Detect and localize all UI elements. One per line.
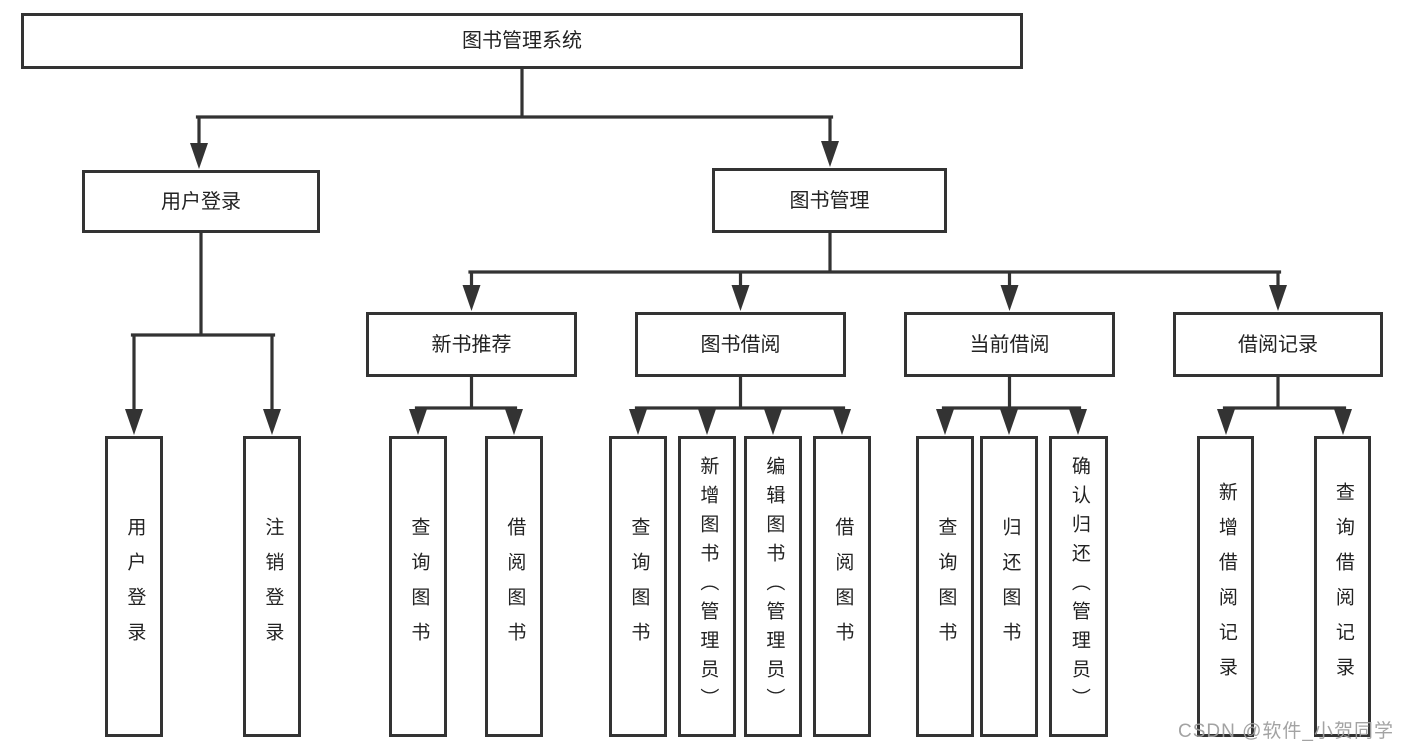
edge-mgmt-to-level3 xyxy=(468,231,1282,289)
arrow-icon xyxy=(190,143,208,169)
leaf-user-login: 用户登录 xyxy=(105,436,163,737)
leaf-add-borrow-record: 新增借阅记录 xyxy=(1197,436,1254,737)
arrow-icon xyxy=(1217,409,1235,435)
arrow-icon xyxy=(764,409,782,435)
arrow-icon xyxy=(125,409,143,435)
arrow-icon xyxy=(462,285,481,311)
node-root: 图书管理系统 xyxy=(21,13,1023,69)
node-borrow-records-label: 借阅记录 xyxy=(1238,333,1318,356)
leaf-query-books-borrow: 查询图书 xyxy=(609,436,667,737)
node-borrow-records: 借阅记录 xyxy=(1173,312,1383,377)
edge-records-to-leaves xyxy=(1222,375,1347,413)
arrow-icon xyxy=(1069,409,1087,435)
edge-rec-to-leaves xyxy=(414,375,518,413)
arrow-icon xyxy=(409,409,427,435)
node-user-login-label: 用户登录 xyxy=(161,190,241,213)
arrow-icon xyxy=(936,409,954,435)
leaf-edit-books-admin: 编辑图书（管理员） xyxy=(744,436,802,737)
leaf-query-books-current: 查询图书 xyxy=(916,436,974,737)
leaf-confirm-return-admin: 确认归还（管理员） xyxy=(1049,436,1108,737)
arrow-icon xyxy=(505,409,523,435)
arrow-icon xyxy=(1000,409,1018,435)
node-user-login: 用户登录 xyxy=(82,170,320,233)
arrow-icon xyxy=(731,285,750,311)
arrowheads xyxy=(125,141,1352,435)
leaf-add-books-admin: 新增图书（管理员） xyxy=(678,436,736,737)
node-new-book-recommend: 新书推荐 xyxy=(366,312,577,377)
node-root-label: 图书管理系统 xyxy=(462,30,582,52)
edge-current-to-leaves xyxy=(941,375,1082,413)
arrow-icon xyxy=(1000,285,1019,311)
arrow-icon xyxy=(1334,409,1352,435)
node-current-borrow: 当前借阅 xyxy=(904,312,1115,377)
node-book-borrow-label: 图书借阅 xyxy=(700,333,781,356)
leaf-query-books-recommend: 查询图书 xyxy=(389,436,447,737)
leaf-query-borrow-record: 查询借阅记录 xyxy=(1314,436,1371,737)
node-current-borrow-label: 当前借阅 xyxy=(969,333,1050,356)
node-book-management-label: 图书管理 xyxy=(789,189,870,212)
edge-root-to-level2 xyxy=(195,67,834,148)
edge-login-to-leaves xyxy=(130,231,276,412)
node-new-book-recommend-label: 新书推荐 xyxy=(431,333,512,356)
leaf-borrow-books: 借阅图书 xyxy=(813,436,871,737)
arrow-icon xyxy=(1269,285,1287,311)
arrow-icon xyxy=(698,409,716,435)
csdn-watermark: CSDN @软件_小贺同学 xyxy=(1178,721,1394,742)
arrow-icon xyxy=(629,409,647,435)
edge-borrow-to-leaves xyxy=(634,375,846,413)
leaf-return-books: 归还图书 xyxy=(980,436,1038,737)
leaf-logout: 注销登录 xyxy=(243,436,301,737)
arrow-icon xyxy=(821,141,839,167)
arrow-icon xyxy=(833,409,851,435)
arrow-icon xyxy=(263,409,281,435)
leaf-borrow-books-recommend: 借阅图书 xyxy=(485,436,543,737)
node-book-management: 图书管理 xyxy=(712,168,947,233)
node-book-borrow: 图书借阅 xyxy=(635,312,846,377)
